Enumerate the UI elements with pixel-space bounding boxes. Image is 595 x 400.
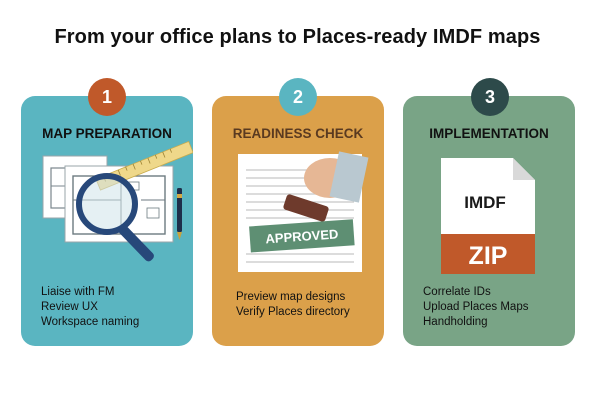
step-title: IMPLEMENTATION: [429, 126, 549, 141]
step-title: READINESS CHECK: [232, 126, 364, 141]
file-label: IMDF: [464, 193, 506, 212]
stamp-text: APPROVED: [265, 226, 339, 246]
step-items: Preview map designs Verify Places direct…: [236, 290, 350, 320]
step-number-badge: 3: [471, 78, 509, 116]
step-items: Liaise with FM Review UX Workspace namin…: [41, 285, 139, 330]
step-title: MAP PREPARATION: [42, 126, 172, 141]
file-type: ZIP: [469, 242, 508, 270]
list-item: Handholding: [423, 316, 488, 328]
step-card-map-preparation: MAP PREPARATION: [21, 96, 193, 346]
zip-file-icon: IMDF ZIP: [441, 158, 535, 274]
list-item: Upload Places Maps: [423, 301, 529, 313]
step-card-readiness-check: READINESS CHECK APPROVED Preview map des…: [212, 96, 384, 346]
step-number-badge: 2: [279, 78, 317, 116]
list-item: Verify Places directory: [236, 306, 350, 318]
list-item: Correlate IDs: [423, 286, 491, 298]
approved-stamp-icon: APPROVED: [238, 151, 369, 272]
list-item: Liaise with FM: [41, 286, 115, 298]
list-item: Workspace naming: [41, 316, 140, 328]
page-title: From your office plans to Places-ready I…: [54, 26, 541, 48]
blueprint-magnifier-icon: [42, 140, 193, 262]
step-card-implementation: IMPLEMENTATION IMDF ZIP Correlate IDs Up…: [403, 96, 575, 346]
list-item: Review UX: [41, 301, 98, 313]
list-item: Preview map designs: [236, 291, 346, 303]
step-items: Correlate IDs Upload Places Maps Handhol…: [423, 285, 528, 330]
step-number-badge: 1: [88, 78, 126, 116]
